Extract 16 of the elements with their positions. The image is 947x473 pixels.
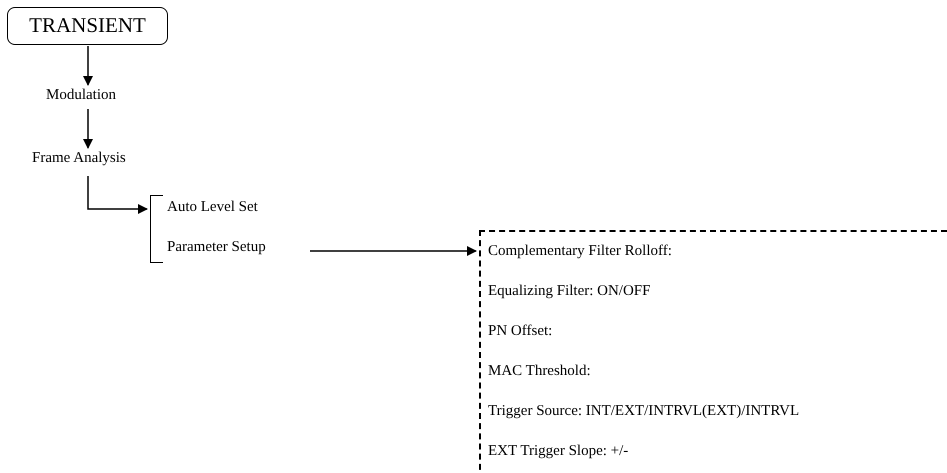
parameter-text: PN Offset: bbox=[488, 322, 552, 340]
parameter-text: Trigger Source: INT/EXT/INTRVL(EXT)/INTRVL bbox=[488, 402, 800, 420]
arrow bbox=[87, 176, 148, 214]
arrow bbox=[83, 109, 93, 149]
parameter-text: Equalizing Filter: ON/OFF bbox=[488, 282, 650, 300]
parameter-text: Complementary Filter Rolloff: bbox=[488, 242, 672, 260]
menu-label: Auto Level Set bbox=[167, 198, 259, 217]
menu-label: Parameter Setup bbox=[167, 238, 267, 257]
menu-label: Modulation bbox=[46, 86, 117, 105]
menu-label: Frame Analysis bbox=[32, 149, 127, 168]
parameter-text: MAC Threshold: bbox=[488, 362, 591, 380]
arrow bbox=[83, 46, 93, 86]
arrow bbox=[310, 246, 477, 256]
menu-label: TRANSIENT bbox=[28, 12, 147, 39]
parameter-text: EXT Trigger Slope: +/- bbox=[488, 442, 628, 460]
menu-box bbox=[7, 7, 168, 45]
